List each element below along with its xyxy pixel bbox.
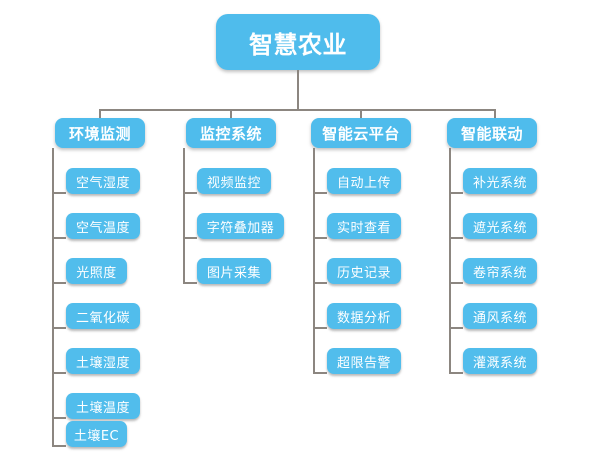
connector-drop-branch-3 [360,109,362,118]
connector-stub-b1-leaf-5 [52,372,66,374]
branch-node-smart-linkage[interactable]: 智能联动 [447,118,537,148]
connector-stub-b2-leaf-1 [183,192,197,194]
root-node-smart-agriculture[interactable]: 智慧农业 [216,14,380,70]
leaf-node-irrigation-system[interactable]: 灌溉系统 [463,348,537,374]
branch-node-smart-cloud-platform[interactable]: 智能云平台 [311,118,411,148]
leaf-node-illuminance[interactable]: 光照度 [66,258,127,284]
connector-drop-branch-4 [494,109,496,118]
connector-spine-branch-2 [183,148,185,282]
connector-drop-branch-2 [230,109,232,118]
connector-stub-b1-leaf-1 [52,192,66,194]
connector-stub-b1-leaf-6 [52,417,66,419]
leaf-node-air-temperature[interactable]: 空气温度 [66,213,140,239]
connector-distribution-bar [99,109,496,111]
leaf-node-data-analysis[interactable]: 数据分析 [327,303,401,329]
leaf-node-realtime-view[interactable]: 实时查看 [327,213,401,239]
leaf-node-air-humidity[interactable]: 空气湿度 [66,168,140,194]
leaf-node-supplemental-light-system[interactable]: 补光系统 [463,168,537,194]
branch-node-environment-monitoring[interactable]: 环境监测 [55,118,145,148]
leaf-node-rolling-curtain-system[interactable]: 卷帘系统 [463,258,537,284]
leaf-node-carbon-dioxide[interactable]: 二氧化碳 [66,303,140,329]
leaf-node-history-record[interactable]: 历史记录 [327,258,401,284]
connector-drop-branch-1 [99,109,101,118]
connector-stub-b4-leaf-2 [449,237,463,239]
leaf-node-shading-system[interactable]: 遮光系统 [463,213,537,239]
connector-stub-b1-leaf-7 [52,445,66,447]
connector-stub-b2-leaf-2 [183,237,197,239]
leaf-node-threshold-alarm[interactable]: 超限告警 [327,348,401,374]
leaf-node-soil-ec[interactable]: 土壤EC [66,421,127,447]
connector-stub-b1-leaf-2 [52,237,66,239]
connector-stub-b3-leaf-3 [313,282,327,284]
connector-spine-branch-4 [449,148,451,372]
leaf-node-character-overlay[interactable]: 字符叠加器 [197,213,284,239]
branch-node-surveillance-system[interactable]: 监控系统 [186,118,276,148]
connector-stub-b3-leaf-1 [313,192,327,194]
leaf-node-auto-upload[interactable]: 自动上传 [327,168,401,194]
connector-stub-b1-leaf-4 [52,327,66,329]
leaf-node-soil-humidity[interactable]: 土壤湿度 [66,348,140,374]
connector-stub-b3-leaf-4 [313,327,327,329]
connector-stub-b4-leaf-4 [449,327,463,329]
leaf-node-image-capture[interactable]: 图片采集 [197,258,271,284]
connector-stub-b3-leaf-2 [313,237,327,239]
connector-stub-b4-leaf-1 [449,192,463,194]
connector-stub-b3-leaf-5 [313,372,327,374]
connector-spine-branch-3 [313,148,315,372]
leaf-node-ventilation-system[interactable]: 通风系统 [463,303,537,329]
connector-stub-b4-leaf-5 [449,372,463,374]
connector-stub-b2-leaf-3 [183,282,197,284]
connector-spine-branch-1 [52,148,54,447]
connector-root-trunk [297,70,299,110]
leaf-node-soil-temperature[interactable]: 土壤温度 [66,393,140,419]
connector-stub-b1-leaf-3 [52,282,66,284]
connector-stub-b4-leaf-3 [449,282,463,284]
leaf-node-video-surveillance[interactable]: 视频监控 [197,168,271,194]
